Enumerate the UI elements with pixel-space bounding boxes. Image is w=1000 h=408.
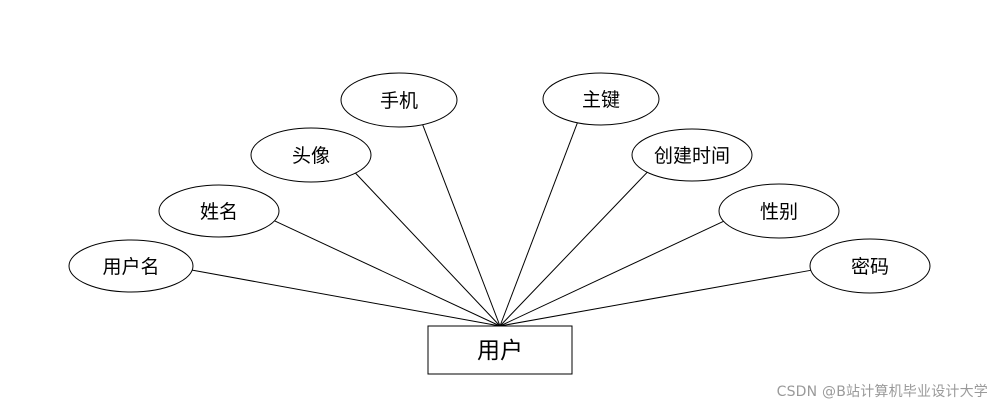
attribute-ellipse[interactable] [158, 184, 280, 238]
edge-0 [192, 269, 501, 327]
edge-3 [422, 124, 501, 327]
edge-5 [499, 171, 648, 327]
entity-node[interactable]: 用户 [427, 325, 573, 375]
attribute-node[interactable]: 姓名 [158, 184, 280, 238]
attribute-label: 姓名 [200, 201, 238, 223]
edge-1 [274, 220, 501, 327]
entity-label: 用户 [477, 338, 523, 364]
attribute-node[interactable]: 手机 [340, 72, 458, 128]
attribute-ellipse[interactable] [250, 127, 372, 183]
attribute-ellipse[interactable] [718, 183, 840, 239]
edge-4 [499, 122, 578, 327]
attribute-label: 创建时间 [654, 145, 730, 167]
attribute-label: 头像 [292, 145, 330, 167]
attribute-label: 性别 [760, 201, 798, 223]
edge-group [192, 122, 811, 327]
attribute-ellipse[interactable] [340, 72, 458, 128]
watermark-text: CSDN @B站计算机毕业设计大学 [776, 384, 988, 400]
edge-6 [499, 220, 724, 327]
attribute-ellipse[interactable] [68, 239, 194, 293]
attribute-node[interactable]: 头像 [250, 127, 372, 183]
attribute-ellipse[interactable] [631, 128, 753, 182]
edge-2 [355, 172, 501, 327]
attribute-node[interactable]: 密码 [809, 238, 931, 294]
attribute-node[interactable]: 创建时间 [631, 128, 753, 182]
attribute-label: 密码 [851, 256, 889, 278]
attribute-node[interactable]: 性别 [718, 183, 840, 239]
edge-7 [499, 269, 811, 327]
attribute-ellipse[interactable] [542, 72, 660, 126]
attribute-ellipse[interactable] [809, 238, 931, 294]
attribute-label: 手机 [380, 90, 418, 112]
entity-rect[interactable] [427, 325, 573, 375]
attribute-label: 主键 [582, 89, 620, 111]
attribute-node[interactable]: 用户名 [68, 239, 194, 293]
attribute-node[interactable]: 主键 [542, 72, 660, 126]
attribute-label: 用户名 [102, 256, 159, 278]
